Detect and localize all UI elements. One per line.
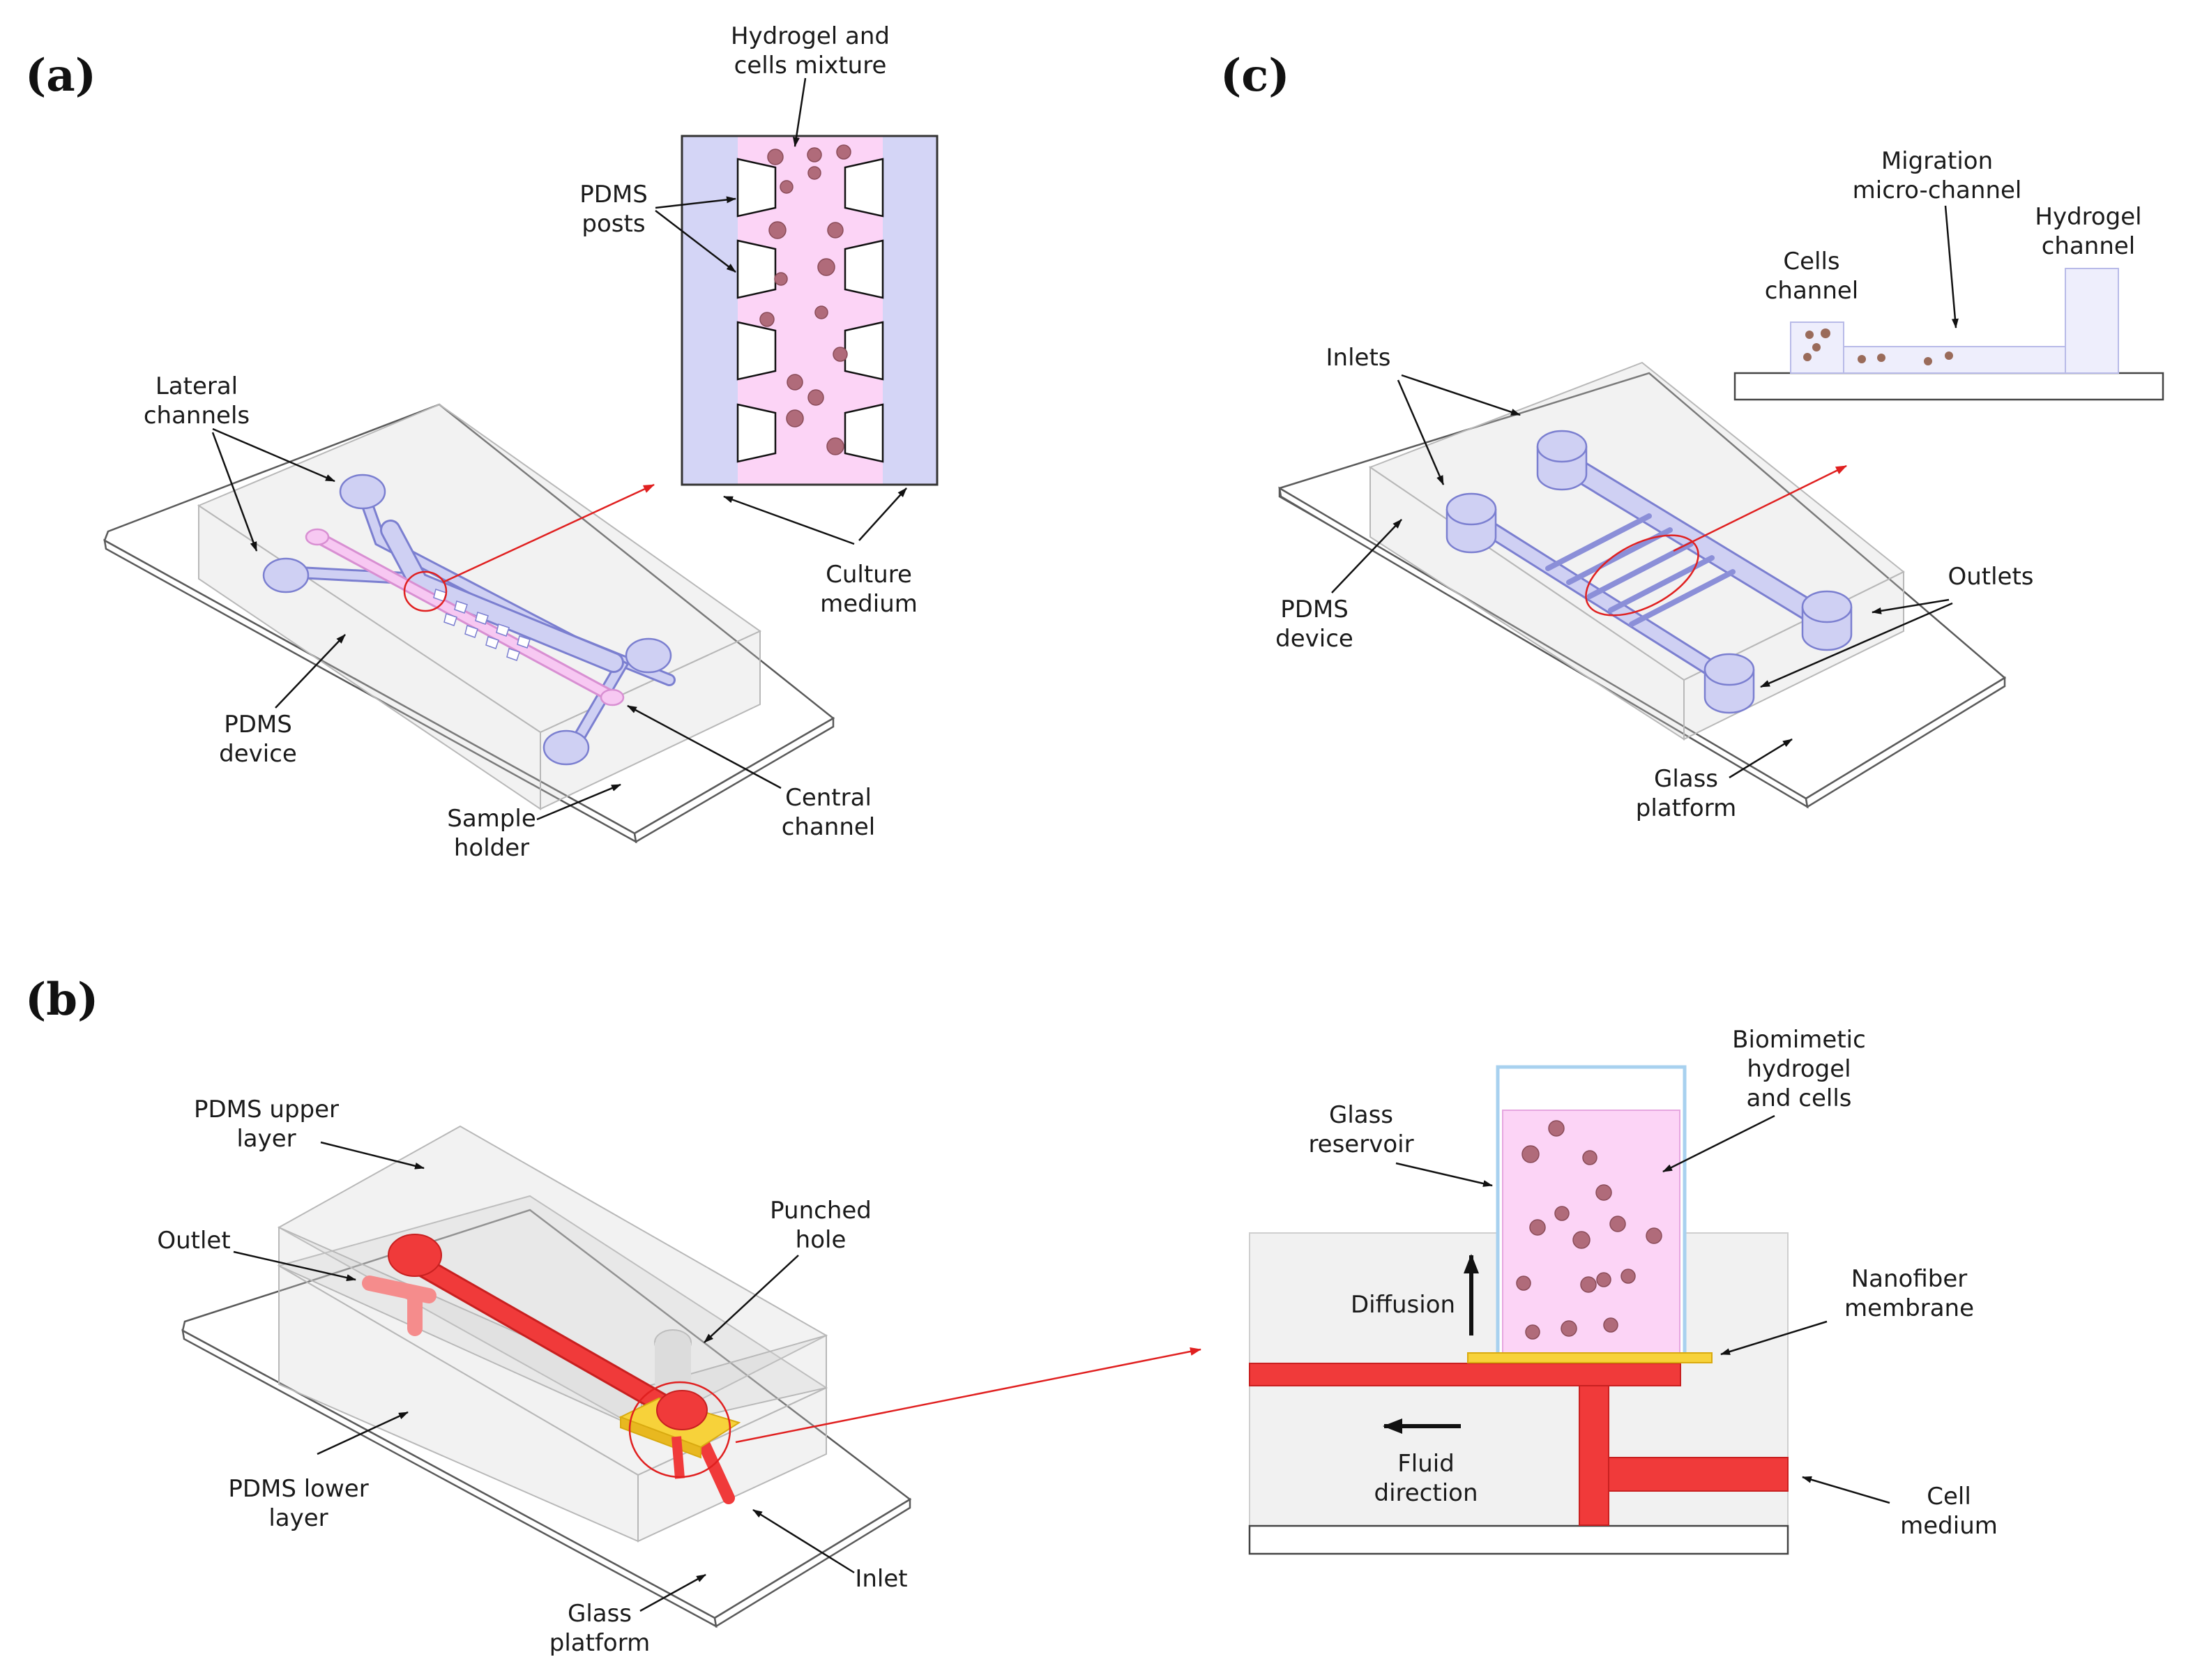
outlet-port-b <box>388 1234 442 1277</box>
label-pdms-posts-1: PDMS <box>579 181 648 209</box>
inlet-port-b <box>656 1390 708 1430</box>
inset-cross-section <box>1733 268 2164 401</box>
label-cells-2: channel <box>1765 277 1859 305</box>
label-culture-2: medium <box>820 590 918 618</box>
label-diffusion: Diffusion <box>1351 1291 1455 1319</box>
label-punched-2: hole <box>796 1226 847 1254</box>
outlet-port-bottom <box>1703 653 1755 686</box>
nanofiber-membrane <box>1467 1352 1713 1363</box>
label-biomimetic-1: Biomimetic <box>1732 1026 1866 1054</box>
label-hydrogel-mixture-1: Hydrogel and <box>731 22 890 50</box>
label-nanofiber-1: Nanofiber <box>1851 1265 1968 1293</box>
channels-c <box>1445 430 1853 714</box>
label-glass-b-1: Glass <box>568 1600 632 1628</box>
label-biomimetic-2: hydrogel <box>1747 1055 1851 1083</box>
label-cellmed-2: medium <box>1900 1512 1998 1540</box>
label-reservoir-2: reservoir <box>1308 1130 1413 1158</box>
lateral-port-left <box>262 557 310 593</box>
label-pdms-device-2: device <box>219 740 297 768</box>
label-upper-1: PDMS upper <box>194 1096 339 1123</box>
lateral-port-top <box>339 474 386 510</box>
label-fluid-2: direction <box>1374 1479 1478 1507</box>
label-outlet: Outlet <box>157 1227 230 1255</box>
label-pdms-posts-2: posts <box>582 210 645 238</box>
label-reservoir-1: Glass <box>1329 1101 1393 1129</box>
lateral-port-bottom <box>542 729 590 766</box>
label-punched-1: Punched <box>770 1197 872 1225</box>
label-hydrogel-1: Hydrogel <box>2035 203 2141 231</box>
cross-section-b <box>1248 1065 1789 1555</box>
label-pdms-device-1: PDMS <box>224 711 292 739</box>
label-lateral-2: channels <box>144 402 250 430</box>
label-nanofiber-2: membrane <box>1844 1294 1974 1322</box>
zoom-highlight-c <box>1585 534 1699 616</box>
label-sample-1: Sample <box>447 805 536 833</box>
lateral-channels <box>262 474 676 766</box>
hydrogel-channel-shape <box>2065 268 2119 374</box>
reservoir-cells <box>1516 1120 1662 1340</box>
label-hydrogel-mixture-2: cells mixture <box>734 52 887 80</box>
label-central-2: channel <box>782 813 876 841</box>
lateral-port-right <box>625 637 672 674</box>
label-cellmed-1: Cell <box>1927 1483 1971 1511</box>
label-migration-2: micro-channel <box>1853 176 2022 204</box>
inset-central-channel <box>681 135 939 486</box>
label-biomimetic-3: and cells <box>1747 1084 1852 1112</box>
cross-section-base <box>1733 372 2164 401</box>
pdms-posts-small <box>433 589 531 661</box>
label-glass-c-2: platform <box>1636 794 1736 822</box>
label-lower-1: PDMS lower <box>228 1475 368 1503</box>
panel-b-tag: (b) <box>25 974 98 1026</box>
zoom-highlight-b <box>628 1381 731 1478</box>
migration-channel-shape <box>1843 346 2066 374</box>
label-hydrogel-2: channel <box>2042 232 2136 260</box>
label-lower-2: layer <box>268 1504 328 1532</box>
label-inlet: Inlet <box>855 1565 907 1593</box>
inset-cells <box>759 144 851 455</box>
inlet-port-top <box>1536 430 1588 463</box>
label-sample-2: holder <box>454 834 529 862</box>
glass-platform-b <box>181 1209 912 1628</box>
zoom-arrow-a <box>442 483 655 584</box>
inlet-port-left <box>1445 492 1497 526</box>
ports-c <box>1445 430 1853 714</box>
inset-posts <box>736 158 884 463</box>
central-port-left <box>305 528 330 546</box>
label-outlets: Outlets <box>1948 563 2033 591</box>
zoom-highlight-a <box>403 570 448 612</box>
panel-a-tag: (a) <box>25 50 96 102</box>
cell-medium-channel <box>1608 1457 1789 1492</box>
panel-c: (c) <box>1220 50 2164 822</box>
label-glass-b-2: platform <box>549 1629 650 1657</box>
vertical-fluid-channel <box>1579 1385 1609 1526</box>
outlet-port-right <box>1801 590 1853 623</box>
central-port-right <box>600 688 625 706</box>
label-culture-1: Culture <box>826 561 912 589</box>
label-inlets: Inlets <box>1326 344 1391 372</box>
label-central-1: Central <box>785 784 872 812</box>
cross-section-cells <box>1803 328 1953 365</box>
label-upper-2: layer <box>236 1125 296 1153</box>
panel-c-tag: (c) <box>1220 50 1290 102</box>
zoom-arrow-c <box>1673 464 1847 552</box>
glass-platform-c <box>1278 372 2007 809</box>
label-fluid-1: Fluid <box>1397 1450 1455 1478</box>
panel-a: (a) <box>25 22 939 862</box>
label-cells-1: Cells <box>1783 248 1839 275</box>
label-pdms-device-c-1: PDMS <box>1280 596 1349 623</box>
central-channel <box>305 528 625 706</box>
fluid-channels-b <box>362 1234 741 1504</box>
label-pdms-device-c-2: device <box>1275 625 1353 653</box>
upper-fluid-channel <box>1249 1363 1681 1386</box>
label-glass-c-1: Glass <box>1654 765 1718 793</box>
zoom-arrow-b <box>735 1347 1201 1444</box>
panel-b: (b) <box>25 974 1998 1657</box>
label-lateral-1: Lateral <box>155 372 238 400</box>
label-migration-1: Migration <box>1881 147 1993 175</box>
